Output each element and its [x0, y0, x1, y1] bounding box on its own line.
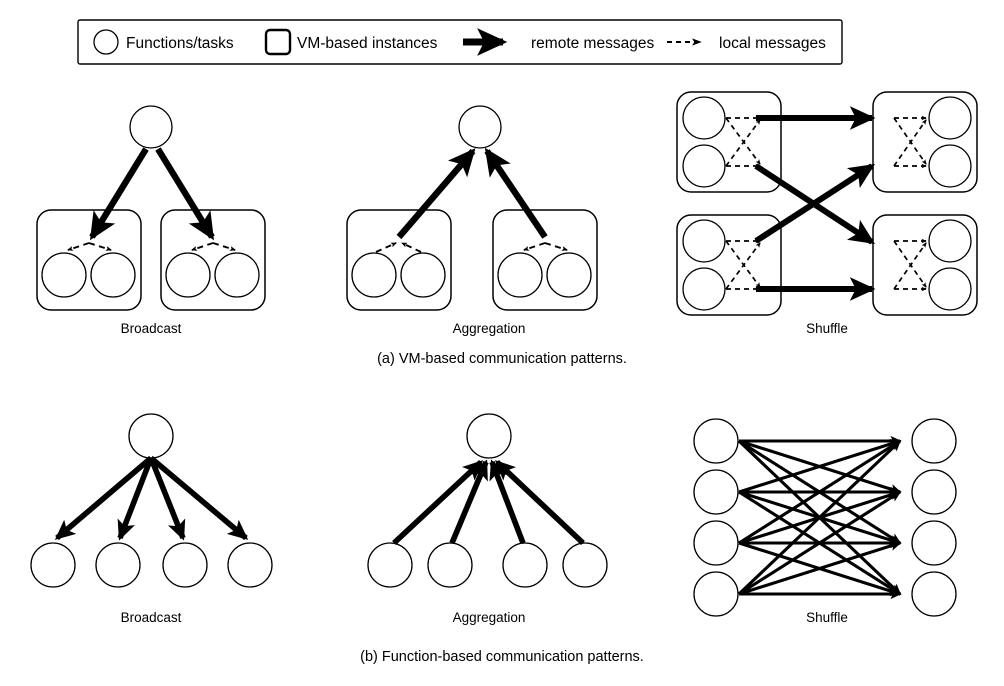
local-message-group: [893, 115, 927, 169]
function-node: [682, 144, 726, 188]
function-node: [227, 542, 273, 588]
local-message-arrow: [725, 240, 761, 288]
legend-label-vm: VM-based instances: [297, 35, 438, 52]
function-node: [502, 542, 548, 588]
local-message-arrow: [725, 119, 761, 167]
local-message-arrow: [375, 242, 397, 253]
remote-message-group: [737, 435, 902, 600]
legend-label-functions: Functions/tasks: [126, 35, 234, 52]
panel-label: Aggregation: [453, 321, 526, 336]
panel-label: Aggregation: [453, 610, 526, 625]
function-node: [351, 252, 397, 298]
function-node: [90, 252, 136, 298]
function-node: [682, 267, 726, 311]
function-node: [911, 520, 957, 566]
subfigure-caption-a: (a) VM-based communication patterns.: [377, 351, 627, 367]
function-node: [162, 542, 208, 588]
function-node: [693, 520, 739, 566]
remote-message-arrow: [155, 147, 215, 241]
remote-message-arrow: [149, 455, 249, 541]
function-node: [928, 144, 972, 188]
panel-b-aggregation: Aggregation: [367, 413, 608, 625]
legend-label-local: local messages: [719, 35, 826, 52]
remote-message-arrow: [484, 147, 548, 239]
local-message-arrow: [67, 242, 90, 251]
remote-message-arrow: [396, 148, 476, 240]
function-node: [682, 96, 726, 140]
remote-message-arrow: [738, 541, 902, 596]
function-node: [562, 542, 608, 588]
remote-message-arrow: [148, 456, 186, 541]
function-node: [911, 571, 957, 617]
function-node: [367, 542, 413, 588]
function-node: [928, 219, 972, 263]
local-message-group: [725, 115, 761, 169]
remote-message-arrow: [449, 459, 489, 545]
function-node: [497, 252, 543, 298]
rounded-square-outline-icon: [264, 28, 292, 56]
local-message-arrow: [893, 240, 927, 288]
local-message-arrow: [725, 242, 761, 290]
function-node: [911, 469, 957, 515]
panel-a-aggregation: Aggregation: [346, 105, 598, 336]
function-node: [128, 413, 174, 459]
function-node: [165, 252, 211, 298]
function-node: [30, 542, 76, 588]
legend-label-remote: remote messages: [531, 35, 654, 52]
function-node: [911, 418, 957, 464]
remote-message-arrow: [738, 439, 902, 494]
panel-label: Shuffle: [806, 610, 848, 625]
function-node: [693, 571, 739, 617]
function-node: [458, 105, 502, 149]
panel-label: Shuffle: [806, 321, 848, 336]
remote-message-arrow: [54, 455, 153, 541]
remote-message-arrow: [738, 490, 902, 596]
local-message-group: [893, 238, 927, 292]
local-message-arrow: [893, 119, 927, 167]
remote-message-arrow: [89, 147, 149, 241]
function-node: [928, 267, 972, 311]
remote-message-arrow: [117, 456, 154, 541]
legend: Functions/tasks VM-based instances remot…: [77, 19, 843, 65]
function-node: [693, 469, 739, 515]
remote-message-arrow: [754, 163, 876, 244]
remote-message-arrow: [392, 459, 484, 546]
local-message-group: [725, 238, 761, 292]
local-message-arrow: [88, 242, 112, 251]
function-node: [400, 252, 446, 298]
remote-message-arrow: [494, 459, 585, 546]
function-node: [214, 252, 260, 298]
local-message-arrow: [893, 117, 927, 165]
local-message-arrow: [544, 242, 568, 251]
function-node: [466, 413, 512, 459]
function-node: [129, 105, 173, 149]
panel-label: Broadcast: [121, 610, 182, 625]
function-node: [693, 418, 739, 464]
local-message-arrow: [191, 242, 214, 251]
local-message-arrow: [725, 117, 761, 165]
local-message-arrow: [893, 242, 927, 290]
function-node: [928, 96, 972, 140]
local-message-arrow: [212, 242, 236, 251]
panel-label: Broadcast: [121, 321, 182, 336]
function-node: [546, 252, 592, 298]
remote-message-arrow: [738, 439, 902, 545]
panel-a-broadcast: Broadcast: [36, 105, 266, 336]
panel-a-shuffle: Shuffle: [676, 91, 978, 336]
function-node: [95, 542, 141, 588]
remote-message-arrow: [737, 439, 902, 596]
local-message-arrow: [401, 242, 422, 253]
function-node: [682, 219, 726, 263]
panel-b-broadcast: Broadcast: [30, 413, 273, 625]
local-message-arrow: [523, 242, 546, 251]
function-node: [41, 252, 87, 298]
panel-b-shuffle: Shuffle: [693, 418, 957, 625]
subfigure-caption-b: (b) Function-based communication pattern…: [360, 649, 644, 665]
circle-outline-icon: [93, 29, 119, 55]
function-node: [427, 542, 473, 588]
